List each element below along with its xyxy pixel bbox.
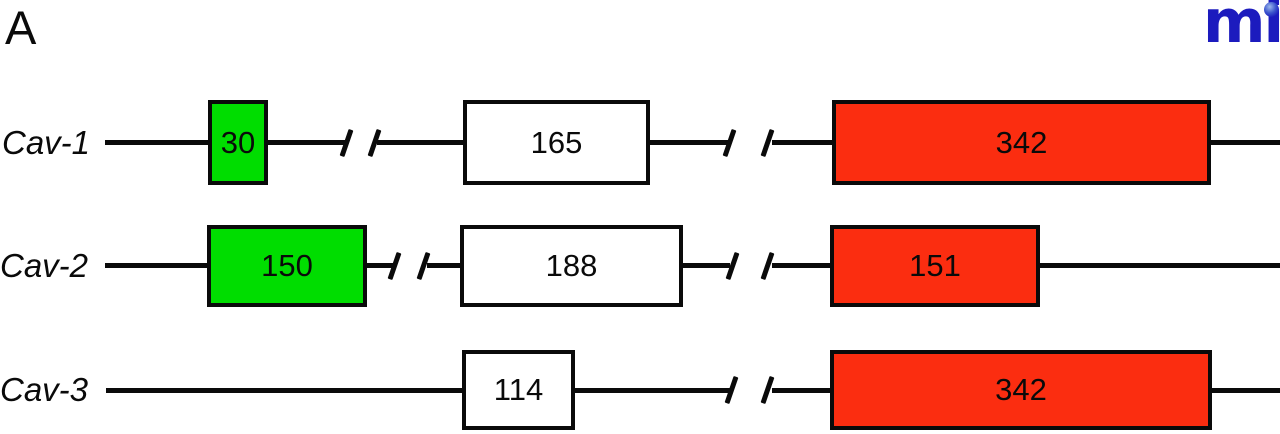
intron-line — [106, 388, 463, 393]
intron-line — [367, 263, 393, 268]
logo-i-dot-icon — [1264, 2, 1279, 17]
exon-box-white: 188 — [460, 225, 683, 307]
intron-line — [1040, 263, 1280, 268]
journal-logo-mi: mi — [1203, 0, 1280, 56]
exon-box-white: 114 — [462, 350, 575, 430]
exon-box-red: 342 — [830, 350, 1212, 430]
gene-label-cav-2: Cav-2 — [0, 247, 89, 284]
intron-line — [575, 388, 730, 393]
intron-line — [377, 140, 464, 145]
panel-label: A — [5, 1, 37, 54]
intron-line — [105, 140, 210, 145]
intron-line — [105, 263, 210, 268]
exon-size-label: 165 — [530, 124, 583, 160]
exon-size-label: 188 — [545, 248, 598, 283]
exon-size-label: 150 — [261, 248, 313, 283]
intron-line — [772, 263, 833, 268]
exon-box-green: 150 — [207, 225, 367, 307]
exon-box-green: 30 — [208, 100, 268, 185]
exon-box-white: 165 — [463, 100, 650, 185]
intron-line — [268, 140, 346, 145]
exon-size-label: 342 — [995, 372, 1047, 407]
exon-box-red: 342 — [832, 100, 1211, 185]
gene-label-cav-1: Cav-1 — [2, 124, 91, 161]
exon-box-red: 151 — [830, 225, 1040, 307]
intron-line — [772, 140, 836, 145]
intron-line — [772, 388, 831, 393]
intron-line — [427, 263, 463, 268]
exon-size-label: 342 — [995, 124, 1048, 160]
intron-line — [683, 263, 730, 268]
intron-line — [1212, 388, 1280, 393]
exon-size-label: 114 — [493, 372, 544, 407]
intron-line — [650, 140, 728, 145]
exon-size-label: 30 — [220, 124, 256, 160]
intron-line — [1210, 140, 1280, 145]
gene-label-cav-3: Cav-3 — [0, 371, 89, 408]
exon-size-label: 151 — [909, 248, 961, 283]
